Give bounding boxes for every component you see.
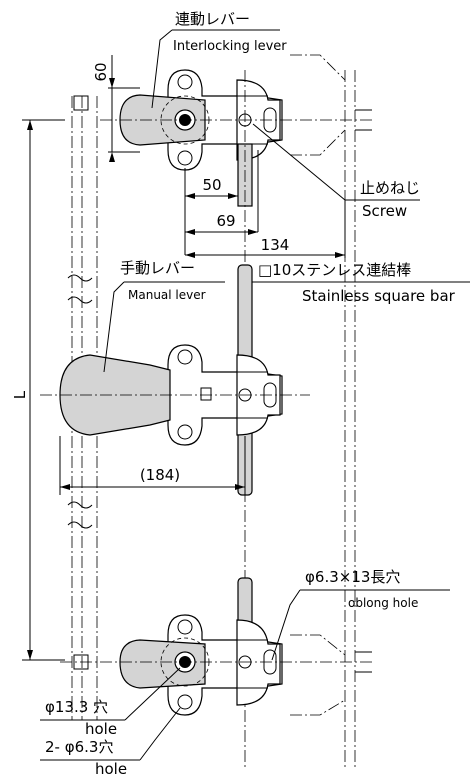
dimension-60: 60 xyxy=(92,55,140,162)
hole-13-label-en: hole xyxy=(85,720,117,738)
hole-13-callout: φ13.3 穴 hole xyxy=(40,667,181,738)
screw-label-en: Screw xyxy=(362,202,407,220)
interlocking-lever-label-jp: 連動レバー xyxy=(175,10,250,28)
interlocking-lever-callout: 連動レバー Interlocking lever xyxy=(151,10,287,109)
dimension-184: (184) xyxy=(59,436,246,495)
manual-lever-label-jp: 手動レバー xyxy=(120,259,195,277)
dimension-horizontal-top: 50 69 134 xyxy=(184,150,346,258)
hole-13-label-jp: φ13.3 穴 xyxy=(45,698,108,716)
hole-6-label-en: hole xyxy=(95,760,127,777)
dim-L-text: L xyxy=(11,390,29,399)
interlocking-lever-label-en: Interlocking lever xyxy=(173,39,287,54)
oblong-hole-label-en: oblong hole xyxy=(348,596,418,610)
screw-callout: 止めねじ Screw xyxy=(252,123,420,220)
dim-69-text: 69 xyxy=(216,212,235,230)
top-clamp xyxy=(100,69,375,770)
oblong-hole-callout: φ6.3×13長穴 oblong hole xyxy=(271,568,450,661)
hole-6-callout: 2- φ6.3穴 hole xyxy=(40,707,181,777)
dim-50-text: 50 xyxy=(202,176,221,194)
screw-label-jp: 止めねじ xyxy=(360,179,420,197)
square-bar-label-en: Stainless square bar xyxy=(302,287,456,305)
middle-manual-clamp xyxy=(40,264,310,496)
square-bar-label-jp: □10ステンレス連結棒 xyxy=(258,261,411,279)
right-frame xyxy=(290,54,356,770)
square-bar-callout: □10ステンレス連結棒 Stainless square bar xyxy=(252,261,470,305)
dim-60-text: 60 xyxy=(92,62,110,81)
hole-6-label-jp: 2- φ6.3穴 xyxy=(45,738,113,756)
manual-lever-label-en: Manual lever xyxy=(128,288,206,302)
oblong-hole-label-jp: φ6.3×13長穴 xyxy=(305,568,400,586)
dimension-L: L xyxy=(11,119,65,661)
dim-134-text: 134 xyxy=(261,236,290,254)
bottom-clamp xyxy=(60,577,375,716)
manual-lever-callout: 手動レバー Manual lever xyxy=(103,259,225,373)
dim-184-text: (184) xyxy=(140,466,180,484)
